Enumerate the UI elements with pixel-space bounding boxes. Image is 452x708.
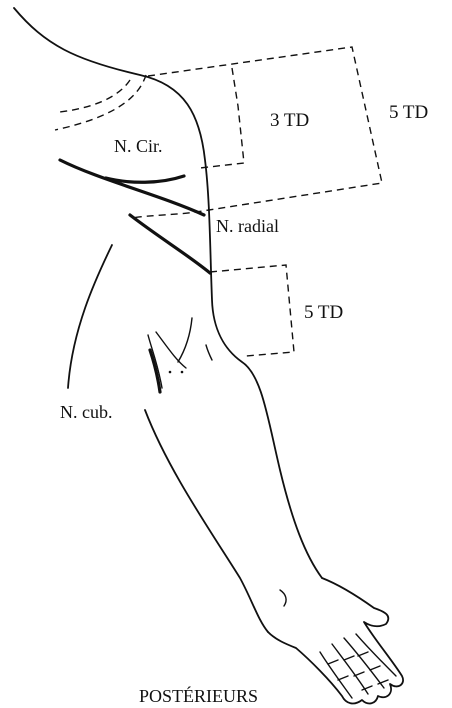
upper-arm-front-line xyxy=(68,245,112,388)
elbow-crease-2 xyxy=(156,332,186,368)
elbow-crease-4 xyxy=(206,345,212,360)
finger-crease-1 xyxy=(328,660,338,664)
label-zone-3td: 3 TD xyxy=(270,110,309,131)
finger-line-2 xyxy=(332,644,368,694)
finger-crease-6 xyxy=(370,666,380,670)
zone-3td-outline xyxy=(200,68,244,168)
shoulder-back-line xyxy=(14,8,322,578)
hand xyxy=(268,578,403,703)
zone-5td-upper-outline xyxy=(132,47,382,218)
labels: N. Cir. 3 TD 5 TD N. radial 5 TD N. cub.… xyxy=(60,102,428,706)
finger-crease-2 xyxy=(344,656,354,660)
elbow-dot-2 xyxy=(181,371,184,374)
nerves xyxy=(60,160,210,392)
finger-crease-5 xyxy=(354,672,364,676)
wrist-crease xyxy=(280,590,286,606)
label-zone-5td-lower: 5 TD xyxy=(304,302,343,323)
nerve-circumflex-lower xyxy=(106,176,184,182)
finger-crease-3 xyxy=(358,652,368,656)
label-n-cir: N. Cir. xyxy=(114,136,163,156)
label-n-radial: N. radial xyxy=(216,216,279,236)
forearm-line xyxy=(145,410,268,632)
figure-caption: POSTÉRIEURS xyxy=(139,685,258,706)
elbow-dot-1 xyxy=(169,371,172,374)
nerve-radial xyxy=(130,215,210,273)
elbow-crease-3 xyxy=(178,318,192,362)
finger-line-3 xyxy=(344,638,384,688)
nerve-circumflex-upper xyxy=(60,160,204,215)
finger-crease-4 xyxy=(338,676,348,680)
label-zone-5td-upper: 5 TD xyxy=(389,102,428,123)
shoulder-dashed-zone xyxy=(55,75,146,130)
arm-outline xyxy=(14,8,322,632)
hand-outline xyxy=(268,578,403,703)
label-n-cub: N. cub. xyxy=(60,402,113,422)
